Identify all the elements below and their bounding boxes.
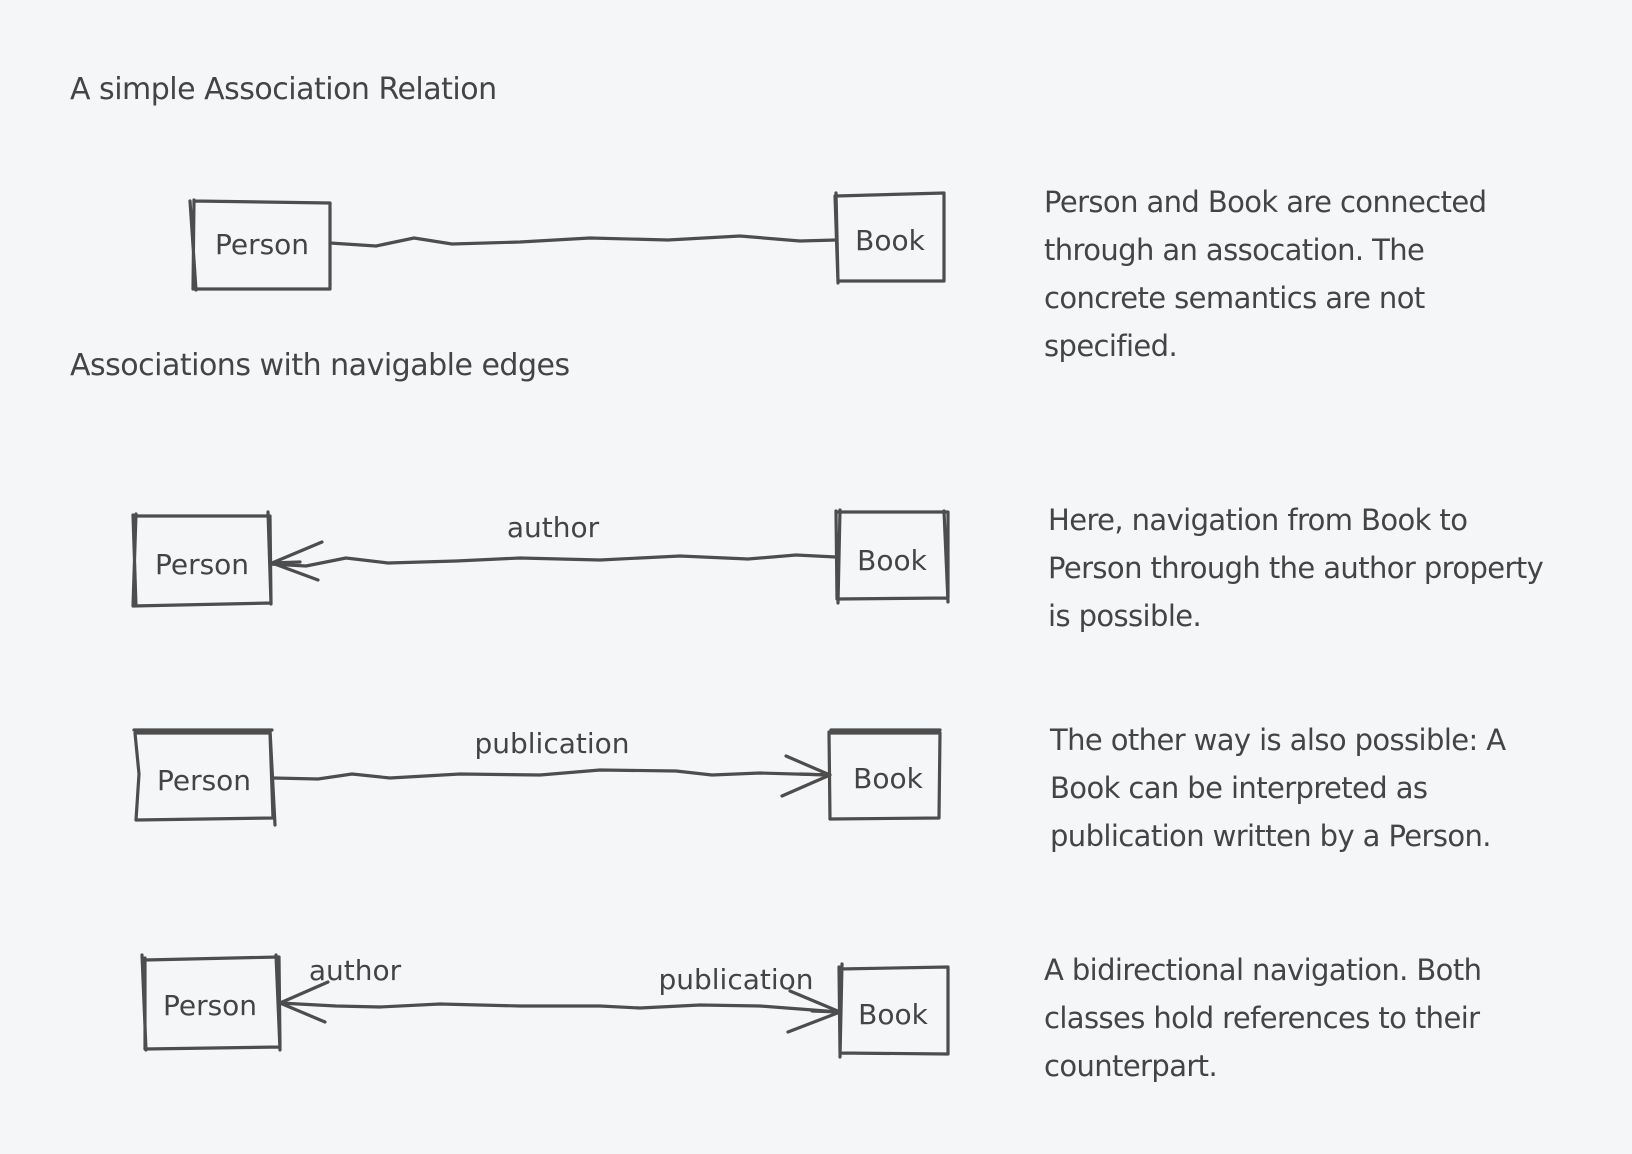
person-class-label: Person [155,548,249,581]
book-class-box [827,728,942,821]
edge-label-author: author [507,511,600,544]
person-class-box [131,510,273,608]
person-class-box [188,198,332,292]
navigable-edge [278,1001,841,1014]
person-class-label: Person [157,764,251,797]
arrowhead-toward-person [270,540,324,582]
book-class-label: Book [855,224,925,257]
note-bidirectional: A bidirectional navigation. Both classes… [1044,953,1482,1083]
diagram-person-to-book: Person Book publication [132,727,942,827]
person-class-label: Person [215,228,309,261]
book-class-box [834,508,950,605]
edge-label-publication: publication [474,727,629,760]
navigable-edge [268,553,838,568]
diagram-book-to-person: Person Book author [131,508,950,608]
section-title-simple-association: A simple Association Relation [70,72,497,107]
book-class-label: Book [853,762,923,795]
navigable-edge [271,768,831,781]
section-title-navigable-edges: Associations with navigable edges [70,348,570,383]
person-class-box [140,953,282,1052]
association-edge [328,234,838,248]
book-class-label: Book [857,544,927,577]
arrowhead-toward-person [278,980,330,1024]
edge-label-author: author [309,954,402,987]
book-class-label: Book [858,998,928,1031]
book-class-box [837,962,950,1059]
person-class-label: Person [163,989,257,1022]
note-person-to-book: The other way is also possible: A Book c… [1050,723,1506,853]
edge-label-publication: publication [658,963,813,996]
arrowhead-toward-book [780,754,832,798]
note-book-to-person: Here, navigation from Book to Person thr… [1048,503,1544,633]
note-simple-association: Person and Book are connected through an… [1044,185,1487,363]
diagram-simple-association: Person Book [188,191,946,292]
arrowhead-toward-book [786,989,842,1034]
diagram-bidirectional: Person Book author publication [140,953,950,1059]
